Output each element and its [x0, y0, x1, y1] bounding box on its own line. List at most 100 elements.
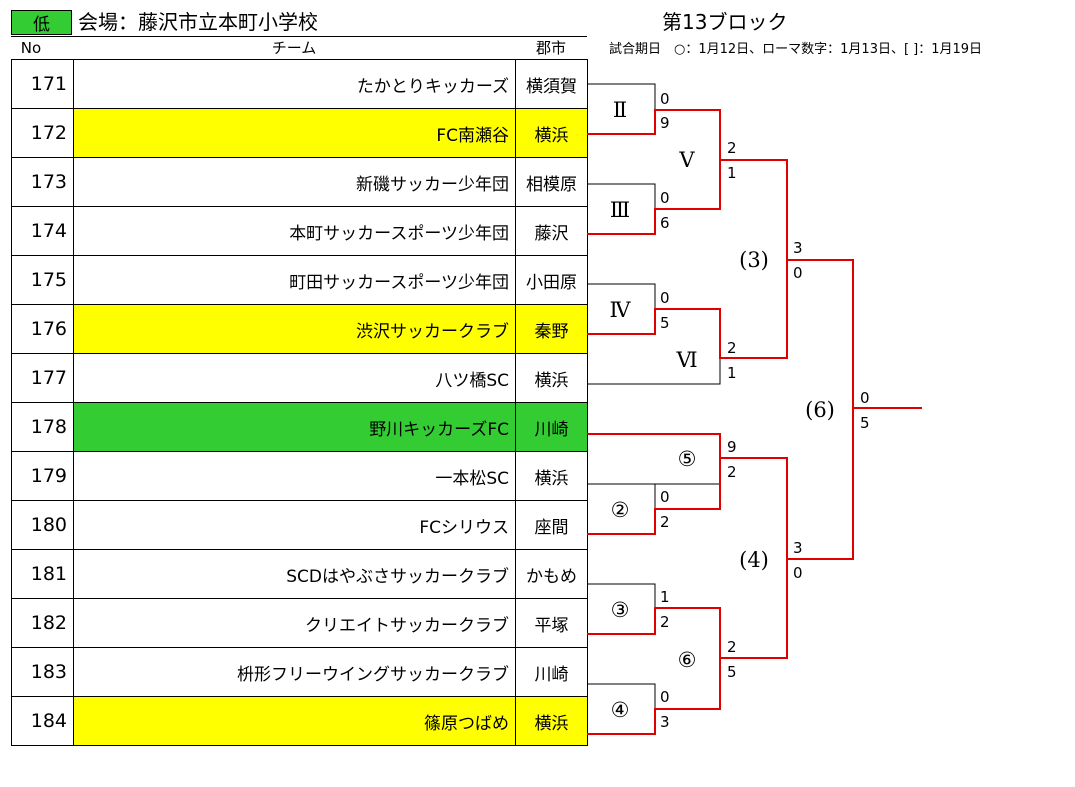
team-name: 篠原つばめ: [73, 696, 516, 746]
column-header-team: チーム: [271, 39, 317, 57]
score-bottom: 9: [660, 114, 670, 132]
match-label: (3): [739, 248, 769, 272]
team-name: 町田サッカースポーツ少年団: [73, 255, 516, 305]
team-district: 小田原: [515, 255, 588, 305]
match-label: (6): [805, 398, 835, 422]
score-bottom: 2: [660, 513, 670, 531]
bracket-line: [587, 283, 656, 309]
team-district: かもめ: [515, 549, 588, 599]
match-label: (4): [739, 548, 769, 572]
team-name: SCDはやぶさサッカークラブ: [73, 549, 516, 599]
team-name: たかとりキッカーズ: [73, 59, 516, 109]
block-title: 第13ブロック: [662, 10, 788, 34]
level-badge: 低: [11, 10, 72, 35]
schedule-note: 試合期日 ○：1月12日、ローマ数字：1月13日、[ ]：1月19日: [609, 42, 983, 57]
score-top: 0: [660, 189, 670, 207]
score-top: 3: [793, 539, 803, 557]
score-bottom: 0: [793, 264, 803, 282]
winner-path: [587, 458, 721, 535]
match-label: Ⅵ: [675, 348, 697, 372]
winner-path: [587, 407, 922, 560]
match-label: Ⅳ: [610, 298, 632, 322]
team-number: 173: [11, 157, 74, 207]
winner-path: [587, 559, 788, 659]
bracket-line: [587, 83, 656, 110]
team-number: 182: [11, 598, 74, 648]
team-number: 178: [11, 402, 74, 452]
team-number: 174: [11, 206, 74, 256]
team-district: 座間: [515, 500, 588, 550]
score-bottom: 0: [793, 564, 803, 582]
team-name: FCシリウス: [73, 500, 516, 550]
bracket-line: [587, 683, 656, 709]
score-bottom: 2: [727, 463, 737, 481]
match-label: ②: [611, 498, 630, 522]
team-name: クリエイトサッカークラブ: [73, 598, 516, 648]
score-top: 0: [660, 289, 670, 307]
header-rule: [11, 36, 587, 37]
team-district: 横須賀: [515, 59, 588, 109]
score-bottom: 5: [860, 414, 870, 432]
match-label: ④: [611, 698, 630, 722]
score-bottom: 1: [727, 164, 737, 182]
team-number: 179: [11, 451, 74, 501]
score-bottom: 3: [660, 713, 670, 731]
score-bottom: 5: [660, 314, 670, 332]
team-number: 177: [11, 353, 74, 403]
team-name: 新磯サッカー少年団: [73, 157, 516, 207]
team-name: 本町サッカースポーツ少年団: [73, 206, 516, 256]
team-district: 川崎: [515, 647, 588, 697]
match-label: Ⅲ: [610, 198, 630, 222]
column-header-district: 郡市: [535, 39, 566, 57]
score-bottom: 5: [727, 663, 737, 681]
match-label: ⑥: [678, 648, 697, 672]
venue-title: 会場：藤沢市立本町小学校: [78, 10, 318, 34]
winner-path: [587, 260, 788, 359]
team-district: 横浜: [515, 353, 588, 403]
column-header-no: No: [20, 39, 42, 57]
winner-path: [587, 658, 721, 735]
bracket-line: [587, 483, 656, 509]
team-district: 相模原: [515, 157, 588, 207]
winner-path: [587, 160, 721, 235]
team-name: 渋沢サッカークラブ: [73, 304, 516, 354]
score-top: 9: [727, 438, 737, 456]
score-top: 1: [660, 588, 670, 606]
team-district: 横浜: [515, 451, 588, 501]
team-district: 横浜: [515, 108, 588, 158]
score-top: 0: [660, 488, 670, 506]
bracket-line: [587, 358, 721, 385]
team-number: 171: [11, 59, 74, 109]
score-top: 2: [727, 139, 737, 157]
team-district: 川崎: [515, 402, 588, 452]
score-top: 3: [793, 239, 803, 257]
bracket-line: [587, 458, 721, 485]
score-top: 2: [727, 339, 737, 357]
team-district: 横浜: [515, 696, 588, 746]
score-top: 0: [860, 389, 870, 407]
bracket-line: [587, 183, 656, 209]
match-label: ⑤: [678, 447, 697, 471]
bracket-line: [587, 583, 656, 608]
team-number: 181: [11, 549, 74, 599]
score-top: 2: [727, 638, 737, 656]
score-bottom: 2: [660, 613, 670, 631]
match-label: Ⅴ: [678, 148, 695, 172]
team-number: 175: [11, 255, 74, 305]
team-name: 野川キッカーズFC: [73, 402, 516, 452]
score-bottom: 6: [660, 214, 670, 232]
match-label: Ⅱ: [613, 98, 627, 122]
